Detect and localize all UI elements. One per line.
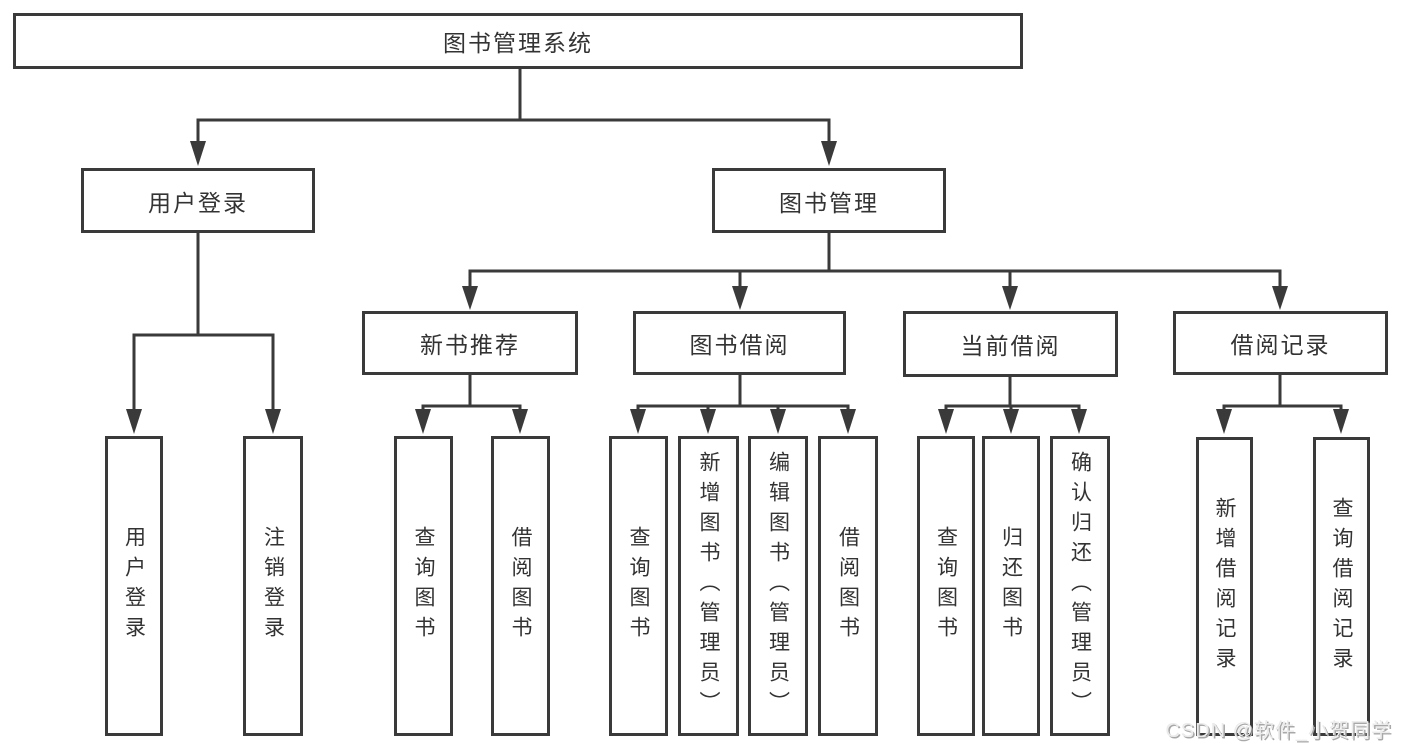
leaf-user-login-label: 用户登录 xyxy=(122,526,146,646)
arrowhead xyxy=(700,409,716,434)
leaf-confirm-return-admin-label: 确认归还（管理员） xyxy=(1068,451,1092,721)
connector-book-management-branch xyxy=(468,231,1282,293)
leaf-logout: 注销登录 xyxy=(243,436,303,736)
leaf-recommend-borrow-books-label: 借阅图书 xyxy=(509,526,532,646)
arrowhead xyxy=(732,286,748,310)
leaf-recommend-borrow-books: 借阅图书 xyxy=(491,436,550,736)
node-book-management: 图书管理 xyxy=(712,168,946,233)
node-book-borrow: 图书借阅 xyxy=(633,311,846,375)
leaf-edit-books-admin-label: 编辑图书（管理员） xyxy=(766,451,790,721)
leaf-return-books-label: 归还图书 xyxy=(999,526,1023,646)
arrowhead xyxy=(190,141,206,166)
leaf-borrow-books-label: 借阅图书 xyxy=(836,526,860,646)
leaf-logout-label: 注销登录 xyxy=(261,526,285,646)
arrowhead xyxy=(415,409,431,434)
node-root: 图书管理系统 xyxy=(13,13,1023,69)
arrowhead xyxy=(1003,409,1019,434)
leaf-user-login: 用户登录 xyxy=(105,436,163,736)
arrowhead xyxy=(1333,409,1349,434)
leaf-add-borrow-record-label: 新增借阅记录 xyxy=(1213,496,1236,677)
leaf-query-borrow-record-label: 查询借阅记录 xyxy=(1330,496,1353,677)
node-user-login: 用户登录 xyxy=(81,168,315,233)
leaf-edit-books-admin: 编辑图书（管理员） xyxy=(748,436,808,736)
leaf-current-query-books: 查询图书 xyxy=(917,436,975,736)
connector-current-borrow-branch xyxy=(944,375,1081,416)
arrowhead xyxy=(1272,286,1288,310)
node-new-book-recommend: 新书推荐 xyxy=(362,311,578,375)
arrowhead xyxy=(1071,409,1087,434)
leaf-borrow-query-books-label: 查询图书 xyxy=(627,526,650,646)
arrowhead xyxy=(265,409,281,434)
leaf-confirm-return-admin: 确认归还（管理员） xyxy=(1050,436,1110,736)
watermark: CSDN @软件_小贺同学 xyxy=(1165,720,1392,742)
arrowhead xyxy=(126,409,142,434)
arrowhead xyxy=(512,409,528,434)
arrowhead xyxy=(630,409,646,434)
arrowhead xyxy=(770,409,786,434)
leaf-current-query-books-label: 查询图书 xyxy=(934,526,958,646)
leaf-add-borrow-record: 新增借阅记录 xyxy=(1196,437,1253,736)
leaf-add-books-admin-label: 新增图书（管理员） xyxy=(697,451,720,721)
connector-book-borrow-branch xyxy=(636,373,850,416)
leaf-borrow-query-books: 查询图书 xyxy=(609,436,668,736)
connector-user-login-branch xyxy=(132,231,275,416)
arrowhead xyxy=(840,409,856,434)
leaf-borrow-books: 借阅图书 xyxy=(818,436,878,736)
arrowhead xyxy=(821,141,837,166)
leaf-recommend-query-books-label: 查询图书 xyxy=(412,526,435,646)
leaf-query-borrow-record: 查询借阅记录 xyxy=(1313,437,1370,736)
arrowhead xyxy=(1216,409,1232,434)
node-current-borrow: 当前借阅 xyxy=(903,311,1118,377)
connector-root-to-level2 xyxy=(196,67,831,148)
connector-new-book-recommend-branch xyxy=(421,373,522,416)
connector-borrow-records-branch xyxy=(1222,373,1343,416)
leaf-recommend-query-books: 查询图书 xyxy=(394,436,453,736)
node-borrow-records: 借阅记录 xyxy=(1173,311,1388,375)
arrowhead xyxy=(938,409,954,434)
leaf-return-books: 归还图书 xyxy=(982,436,1040,736)
leaf-add-books-admin: 新增图书（管理员） xyxy=(678,436,739,736)
arrowhead xyxy=(1002,286,1018,310)
arrowhead xyxy=(462,286,478,310)
